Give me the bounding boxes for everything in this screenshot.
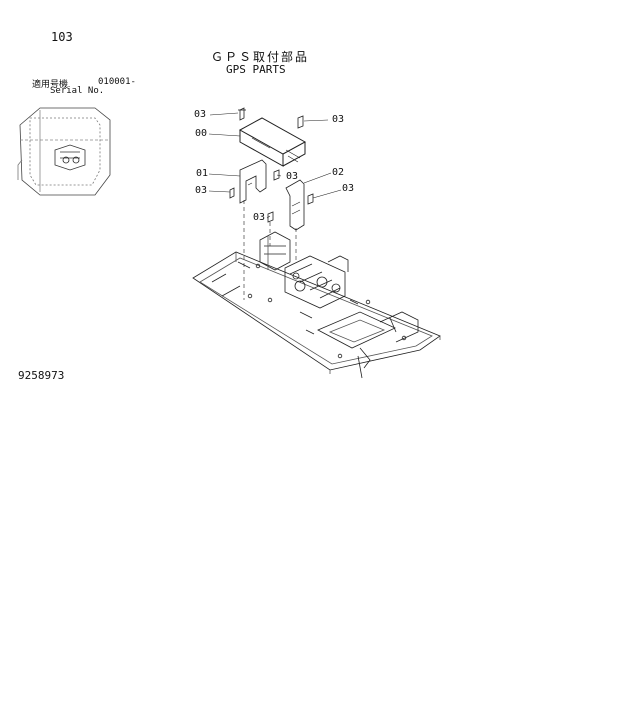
title-english: GPS PARTS [226,63,286,76]
callout-00: 00 [195,128,208,139]
callout-03-center: 03 [286,171,299,182]
drawing-number: 9258973 [18,369,65,382]
bolt-03-b [297,115,304,129]
serial-label-english: Serial No. [50,86,105,96]
cab-floor-frame [192,231,441,379]
bracket-02 [285,179,305,231]
serial-number: 010001- [98,77,136,87]
assembly-axes [243,200,297,300]
gps-controller-box [238,117,307,167]
callout-02: 02 [332,167,345,178]
leader-lines [208,112,342,219]
bolt-03-c [273,169,280,181]
bolt-03-f [267,211,274,223]
bracket-01 [239,159,267,204]
serial-label-japanese: 適用号機 [32,80,69,90]
title-japanese: ＧＰＳ取付部品 [211,50,310,64]
page-number: 103 [51,30,73,44]
callout-03-left: 03 [195,185,208,196]
callout-03-bottom: 03 [253,212,266,223]
machine-locator-thumbnail [17,107,111,196]
callout-03-right: 03 [342,183,355,194]
bolt-03-e [307,193,314,205]
callout-01: 01 [196,168,209,179]
bolt-03-d [229,187,235,199]
callout-03-top-right: 03 [332,114,345,125]
callout-03-top-left: 03 [194,109,207,120]
bolt-03-a [238,107,246,121]
